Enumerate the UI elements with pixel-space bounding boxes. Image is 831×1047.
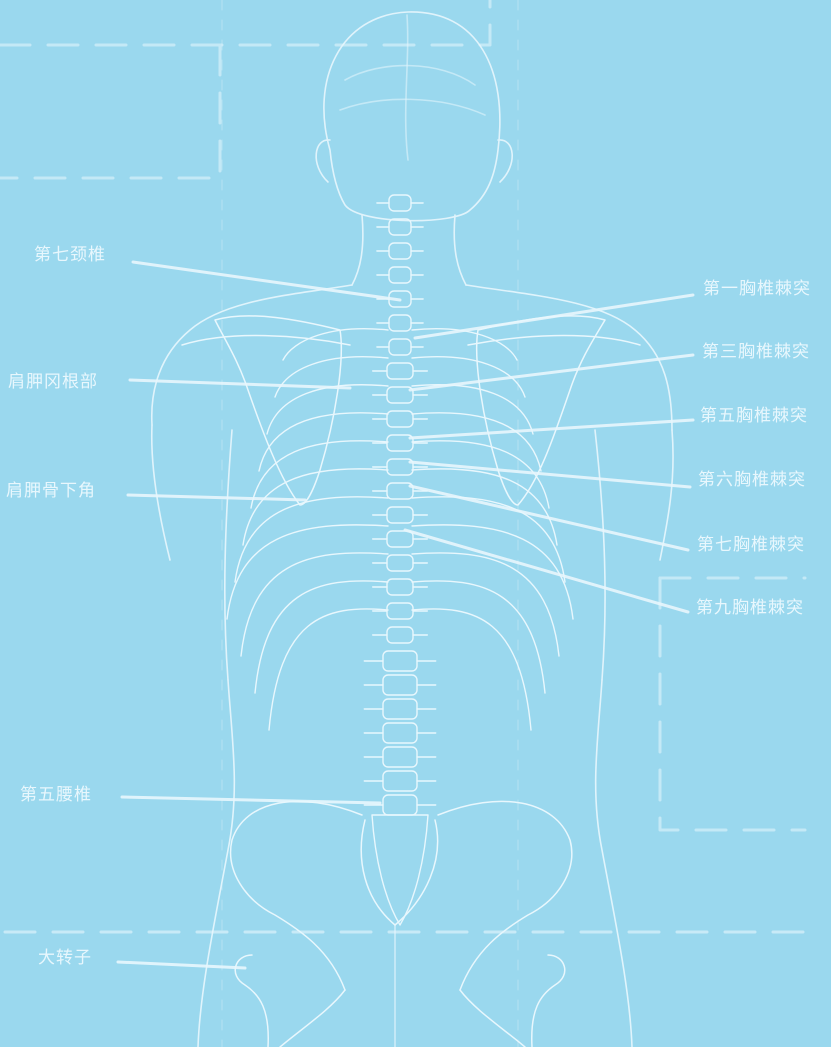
vertebra (389, 315, 411, 331)
rib-right (412, 609, 531, 730)
rib-left (241, 553, 388, 656)
rib-right (412, 581, 545, 693)
rib-left (227, 525, 388, 619)
rib-left (283, 329, 388, 360)
leader-c7 (133, 262, 400, 300)
rib-left (275, 357, 388, 397)
leader-l5 (122, 797, 380, 803)
leader-scapula-inferior-angle (128, 495, 305, 500)
label-t6: 第六胸椎棘突 (698, 470, 806, 490)
vertebra (387, 411, 413, 427)
leader-scapula-spine-root (130, 380, 350, 388)
vertebra (383, 699, 417, 719)
rib-left (255, 581, 388, 693)
vertebra (383, 723, 417, 743)
dashed-guide-vertical (222, 0, 518, 1047)
leader-t5 (410, 420, 693, 438)
label-scapula-inferior-angle: 肩胛骨下角 (6, 481, 96, 501)
leader-t7 (410, 486, 688, 550)
vertebra (383, 795, 417, 815)
vertebra (389, 267, 411, 283)
vertebra (387, 531, 413, 547)
rib-left (267, 385, 388, 434)
vertebra (387, 507, 413, 523)
dashed-frame-top-left (0, 0, 490, 178)
label-t5: 第五胸椎棘突 (700, 406, 808, 426)
vertebra (389, 339, 411, 355)
leader-t3 (410, 355, 693, 390)
rib-right (412, 385, 533, 434)
sacrum (372, 815, 428, 925)
label-t7: 第七胸椎棘突 (697, 535, 805, 555)
vertebra (383, 771, 417, 791)
vertebra (387, 363, 413, 379)
rib-left (259, 413, 388, 471)
rib-cage (227, 329, 573, 730)
vertebra (387, 579, 413, 595)
leader-t1 (415, 295, 693, 338)
label-t9: 第九胸椎棘突 (696, 598, 804, 618)
label-t3: 第三胸椎棘突 (702, 342, 810, 362)
vertebra (387, 603, 413, 619)
vertebra (383, 747, 417, 767)
label-t1: 第一胸椎棘突 (703, 279, 811, 299)
label-greater-trochanter: 大转子 (38, 948, 92, 968)
vertebra (383, 675, 417, 695)
rib-right (412, 329, 517, 360)
rib-left (235, 497, 388, 582)
leader-t6 (410, 462, 690, 487)
rib-right (412, 413, 541, 471)
vertebra (389, 195, 411, 211)
leader-greater-trochanter (118, 962, 245, 968)
label-scapula-spine-root: 肩胛冈根部 (8, 372, 98, 392)
vertebra (387, 627, 413, 643)
label-l5: 第五腰椎 (20, 785, 92, 805)
vertebra (383, 651, 417, 671)
rib-left (269, 609, 388, 730)
label-c7: 第七颈椎 (34, 245, 106, 265)
rib-left (243, 469, 388, 545)
rib-right (412, 441, 549, 508)
leader-t9 (405, 530, 688, 612)
leader-lines (118, 262, 693, 968)
spine (364, 195, 435, 925)
vertebra (389, 243, 411, 259)
vertebra (387, 555, 413, 571)
